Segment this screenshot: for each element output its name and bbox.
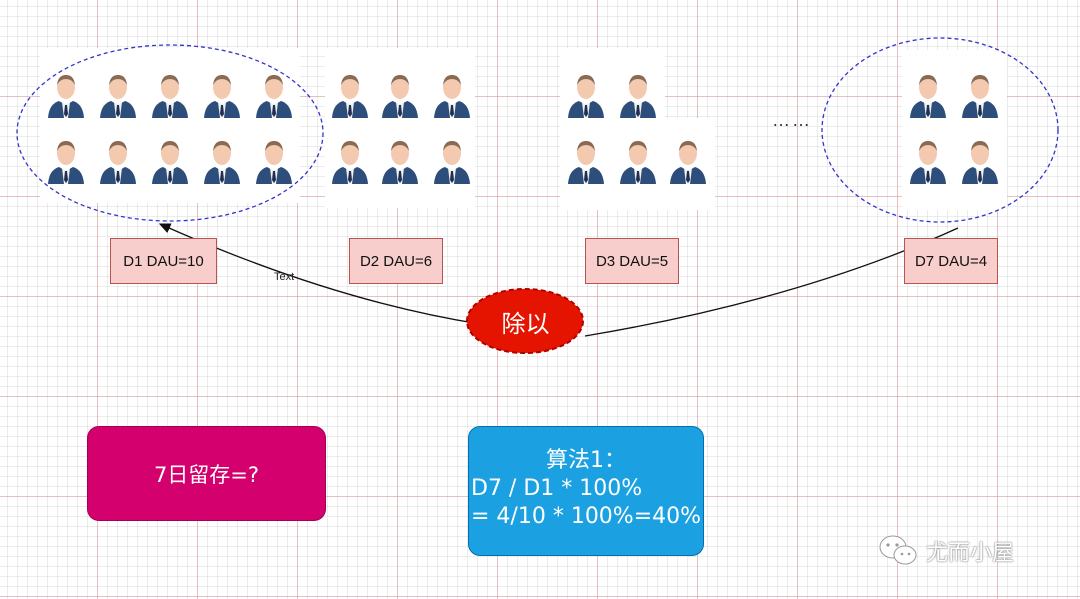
ellipsis: ……: [772, 110, 812, 130]
algorithm-formula: D7 / D1 * 100%: [471, 476, 643, 501]
person-icon: [908, 72, 948, 118]
retention-question: 7日留存=?: [153, 462, 260, 487]
person-icon: [46, 72, 86, 118]
d1-group-ellipse: [16, 44, 324, 222]
person-icon: [46, 138, 86, 184]
person-icon: [98, 72, 138, 118]
person-icon: [150, 72, 190, 118]
person-icon: [908, 138, 948, 184]
wechat-icon: [879, 535, 917, 565]
person-icon: [202, 138, 242, 184]
person-icon: [380, 72, 420, 118]
divide-ellipse: [466, 288, 584, 354]
algorithm-box: 算法1： D7 / D1 * 100% = 4/10 * 100%=40%: [468, 426, 704, 556]
person-icon: [254, 72, 294, 118]
divide-label: 除以: [501, 309, 550, 338]
algorithm-result: = 4/10 * 100%=40%: [471, 504, 702, 529]
d7-group-ellipse: [821, 37, 1059, 223]
connector-text-label: Text: [274, 271, 295, 283]
retention-box: 7日留存=?: [87, 426, 326, 521]
person-icon: [668, 138, 708, 184]
person-icon: [618, 72, 658, 118]
algorithm-title: 算法1：: [546, 448, 626, 473]
d2-dau-label: D2 DAU=6: [349, 238, 443, 284]
watermark-text: 尤而小屋: [926, 541, 1015, 566]
person-icon: [380, 138, 420, 184]
d1-dau-label: D1 DAU=10: [110, 238, 217, 284]
person-icon: [566, 72, 606, 118]
person-icon: [960, 72, 1000, 118]
d3-dau-label: D3 DAU=5: [585, 238, 679, 284]
person-icon: [618, 138, 658, 184]
person-icon: [202, 72, 242, 118]
person-icon: [432, 138, 472, 184]
watermark: 尤而小屋: [878, 534, 1014, 568]
person-icon: [960, 138, 1000, 184]
person-icon: [150, 138, 190, 184]
person-icon: [254, 138, 294, 184]
person-icon: [330, 72, 370, 118]
person-icon: [330, 138, 370, 184]
d7-dau-label: D7 DAU=4: [904, 238, 998, 284]
person-icon: [98, 138, 138, 184]
person-icon: [432, 72, 472, 118]
person-icon: [566, 138, 606, 184]
